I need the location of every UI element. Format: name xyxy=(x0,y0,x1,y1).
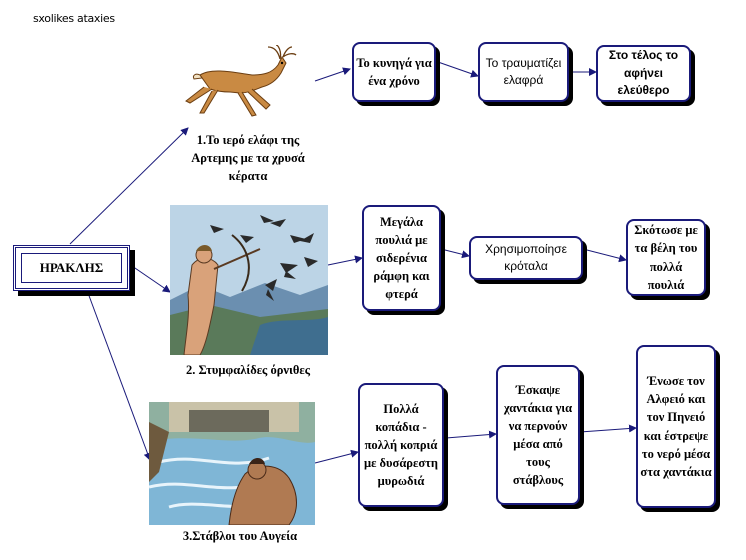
birds-step-description: Μεγάλα πουλιά με σιδερένια ράμφη και φτε… xyxy=(362,205,441,311)
arrow-birds-step1-to-step2 xyxy=(440,248,470,259)
arrow-root-to-stable xyxy=(87,292,152,461)
stable-step-rivers: Ένωσε τον Αλφειό και τον Πηνειό και έστρ… xyxy=(636,345,716,508)
stable-step-problem: Πολλά κοπάδια - πολλή κοπριά με δυσάρεστ… xyxy=(358,383,444,507)
arrow-birds-step2-to-step3 xyxy=(582,248,627,263)
deer-step-hunts: Το κυνηγά για ένα χρόνο xyxy=(352,42,436,102)
caption-sacred-deer: 1.Το ιερό ελάφι της Αρτεμης με τα χρυσά … xyxy=(191,133,305,184)
birds-step-rattles: Χρησιμοποίησε κρόταλα xyxy=(469,236,583,280)
arrow-stable-step1-to-step2 xyxy=(445,430,497,439)
birds-archer-picture xyxy=(170,205,328,355)
deer-step-releases: Στο τέλος το αφήνει ελεύθερο xyxy=(596,45,691,102)
arrow-root-to-birds xyxy=(131,265,171,293)
birds-step-kills: Σκότωσε με τα βέλη του πολλά πουλιά xyxy=(626,219,706,296)
deer-picture xyxy=(185,45,297,117)
arrow-stable-step2-to-step3 xyxy=(579,424,637,433)
watermark-handle: sxolikes ataxies xyxy=(33,12,115,25)
arrow-birds-to-step1 xyxy=(327,255,363,266)
deer-step-wounds: Το τραυματίζει ελαφρά xyxy=(478,42,569,102)
stable-river-picture xyxy=(149,402,315,525)
root-node-heracles: ΗΡΑΚΛΗΣ xyxy=(13,245,130,291)
arrow-deer-to-step1 xyxy=(314,67,351,82)
caption-stymphalian-birds: 2. Στυμφαλίδες όρνιθες xyxy=(186,363,310,377)
arrow-step1-to-step2 xyxy=(437,61,479,78)
caption-augean-stables: 3.Στάβλοι του Αυγεία xyxy=(182,529,298,543)
arrow-stable-to-step1 xyxy=(314,449,359,464)
stable-step-ditches: Έσκαψε χαντάκια για να περνούν μέσα από … xyxy=(496,365,580,505)
arrow-root-to-deer xyxy=(69,127,189,245)
